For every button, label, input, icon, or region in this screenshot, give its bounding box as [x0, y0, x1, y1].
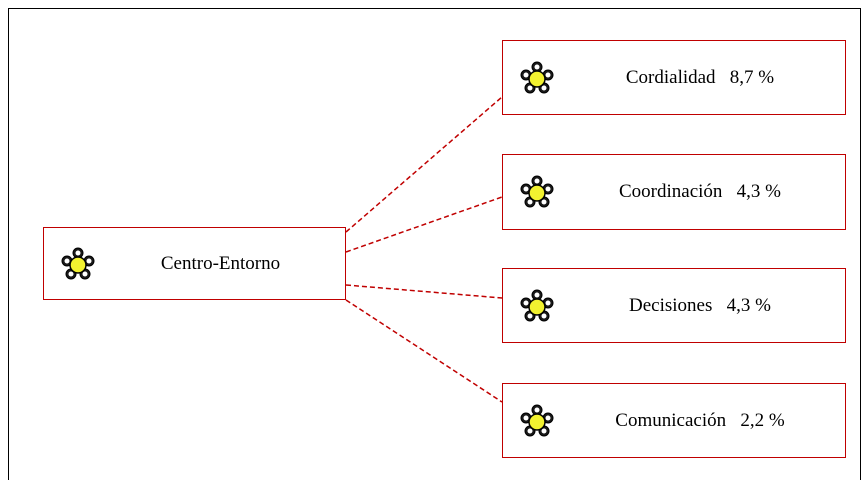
center-node-label: Centro-Entorno: [160, 252, 281, 274]
branch-node-decisiones: Decisiones 4,3 %: [502, 268, 846, 343]
branch-node-label: Decisiones 4,3 %: [629, 294, 771, 316]
flower-icon: [61, 246, 95, 280]
diagram-frame: [8, 8, 861, 480]
flower-icon: [520, 175, 554, 208]
flower-icon: [520, 403, 554, 437]
branch-node-cordialidad: Cordialidad 8,7 %: [502, 40, 846, 115]
branch-node-comunicacion: Comunicación 2,2 %: [502, 383, 846, 458]
branch-node-label: Comunicación 2,2 %: [615, 409, 785, 431]
branch-node-label: Cordialidad 8,7 %: [625, 66, 775, 88]
flower-icon: [520, 288, 554, 322]
center-node: Centro-Entorno: [43, 227, 346, 300]
flower-icon: [520, 60, 554, 94]
branch-node-coordinacion: Coordinación 4,3 %: [502, 154, 846, 230]
branch-node-label: Coordinación 4,3 %: [618, 181, 781, 202]
